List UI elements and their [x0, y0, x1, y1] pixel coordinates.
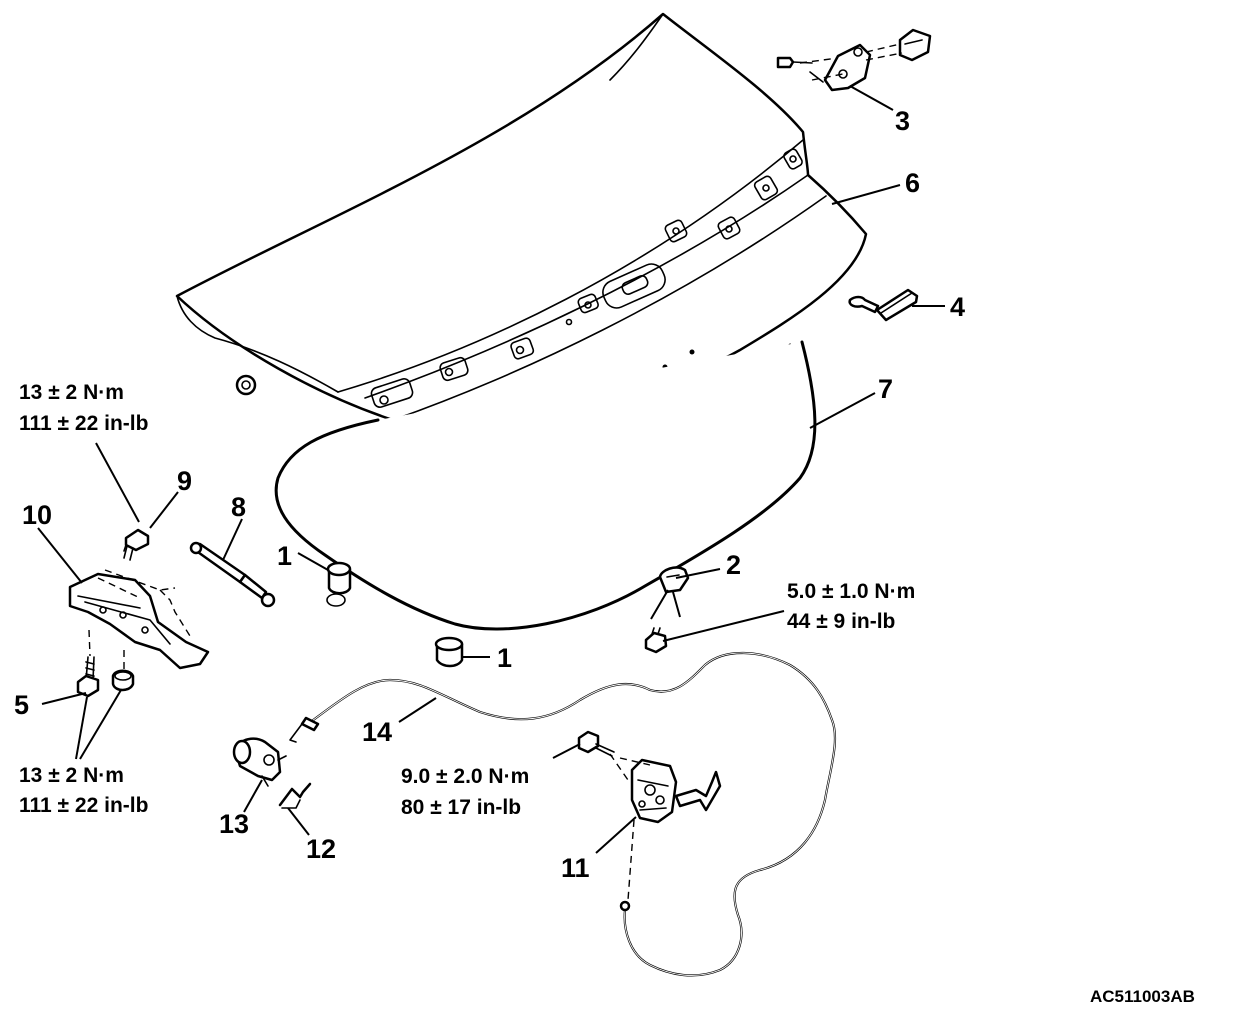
bolt-9 [123, 528, 150, 561]
torque-2-metric: 5.0 ± 1.0 N·m [787, 580, 915, 603]
lid-garnish-holes [370, 148, 803, 408]
rubber-bumper-upper [326, 561, 352, 607]
torque-specs: 13 ± 2 N·m 111 ± 22 in-lb 13 ± 2 N·m 111… [19, 381, 915, 819]
torque-9-metric: 13 ± 2 N·m [19, 381, 124, 404]
rubber-bumper-lower [434, 636, 464, 668]
callout-2: 2 [726, 550, 741, 580]
callout-10: 10 [22, 500, 52, 530]
callout-labels: 3 6 4 7 9 10 8 1 2 1 5 14 13 12 11 [14, 106, 965, 883]
callout-4: 4 [950, 292, 965, 322]
torque-2-imperial: 44 ± 9 in-lb [787, 610, 895, 633]
callout-12: 12 [306, 834, 336, 864]
torque-5-imperial: 111 ± 22 in-lb [19, 794, 148, 817]
callout-7: 7 [878, 374, 893, 404]
torque-9-imperial: 111 ± 22 in-lb [19, 412, 148, 435]
gas-stay [189, 541, 276, 608]
striker-base-plate [68, 569, 210, 670]
callout-6: 6 [905, 168, 920, 198]
callout-1a: 1 [277, 541, 292, 571]
nut-5 [111, 669, 135, 692]
torque-11-metric: 9.0 ± 2.0 N·m [401, 765, 529, 788]
cylinder-clip [278, 782, 312, 809]
bolt-5 [76, 656, 100, 698]
cover-cap-2 [658, 566, 690, 594]
torque-11-imperial: 80 ± 17 in-lb [401, 796, 521, 819]
torque-5-metric: 13 ± 2 N·m [19, 764, 124, 787]
hinge-bracket-assembly [776, 28, 932, 92]
callout-3: 3 [895, 106, 910, 136]
grommet [235, 374, 257, 396]
figure-code: AC511003AB [1090, 987, 1195, 1006]
bolt-11 [577, 730, 615, 757]
callout-11: 11 [561, 853, 590, 883]
bolt-2 [644, 627, 668, 654]
bumper-part [848, 288, 919, 322]
trunk-lid-latch [630, 758, 722, 824]
callout-8: 8 [231, 492, 246, 522]
release-cable [289, 651, 837, 977]
weatherstrip [274, 340, 817, 631]
callout-14: 14 [362, 717, 392, 747]
callout-13: 13 [219, 809, 249, 839]
key-cylinder [232, 737, 287, 787]
callout-1b: 1 [497, 643, 512, 673]
callout-9: 9 [177, 466, 192, 496]
callout-5: 5 [14, 690, 29, 720]
